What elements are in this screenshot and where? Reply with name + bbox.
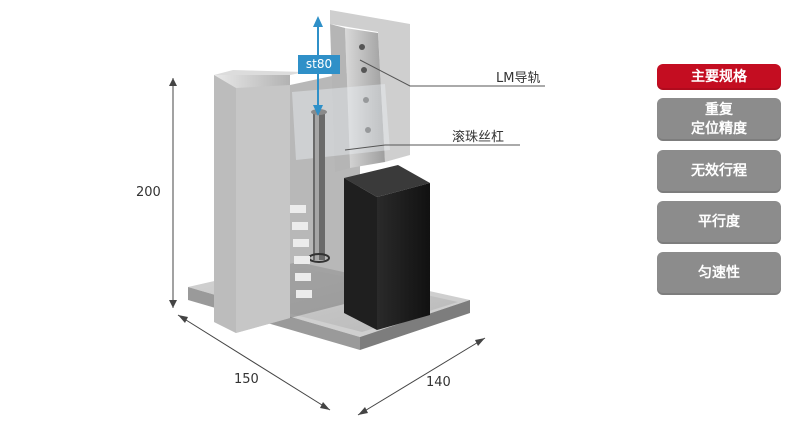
nav-lost-motion[interactable]: 无效行程 xyxy=(657,150,781,193)
dimension-lines xyxy=(169,78,486,416)
nav-parallelism[interactable]: 平行度 xyxy=(657,201,781,244)
nav-parallelism-label: 平行度 xyxy=(698,214,740,230)
callout-ball-screw: 滚珠丝杠 xyxy=(452,130,505,145)
rail-bolt-hole xyxy=(361,67,367,73)
dimension-width: 150 xyxy=(234,372,259,387)
nav-lost-motion-label: 无效行程 xyxy=(691,163,747,179)
slider-block xyxy=(292,84,390,160)
bellows xyxy=(290,205,312,298)
dimension-depth: 140 xyxy=(426,375,451,390)
stroke-tag: st80 xyxy=(298,55,340,74)
motor-block xyxy=(344,165,430,330)
nav-speed-uniformity-label: 匀速性 xyxy=(698,265,740,281)
nav-main-specs[interactable]: 主要规格 xyxy=(657,64,781,90)
nav-speed-uniformity[interactable]: 匀速性 xyxy=(657,252,781,295)
callout-leaders xyxy=(344,59,545,151)
rail-bolt-hole xyxy=(363,97,369,103)
nav-repeatability-line1: 重复 xyxy=(705,101,733,118)
rail-bolt-hole xyxy=(365,127,371,133)
nav-main-specs-label: 主要规格 xyxy=(691,68,747,85)
dimension-height: 200 xyxy=(136,185,161,200)
nav-repeatability-line2: 定位精度 xyxy=(691,120,747,137)
left-pillar xyxy=(214,70,305,333)
nav-repeatability[interactable]: 重复 定位精度 xyxy=(657,98,781,141)
actuator-illustration xyxy=(169,10,545,416)
rail-bolt-hole xyxy=(359,44,365,50)
actuator-product-figure: st80 LM导轨 滚珠丝杠 200 150 140 xyxy=(136,10,545,416)
callout-lm-guide: LM导轨 xyxy=(496,71,541,86)
